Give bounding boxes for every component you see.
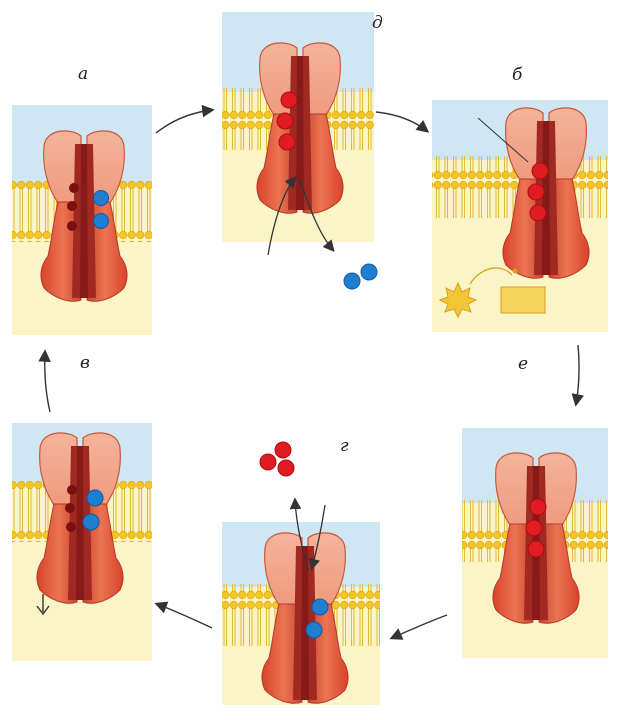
- released-red-ion: [275, 442, 291, 458]
- red-ion: [279, 134, 295, 150]
- label-g: г: [340, 438, 349, 455]
- red-ion: [532, 163, 548, 179]
- blue-ion: [94, 214, 109, 229]
- blue-ion: [83, 514, 99, 530]
- panel-v: [12, 423, 152, 661]
- blue-ion: [306, 622, 322, 638]
- binding-site: [67, 485, 77, 495]
- label-b: б: [512, 67, 522, 84]
- binding-site: [66, 522, 76, 532]
- red-ion: [526, 520, 542, 536]
- blue-ion: [94, 191, 109, 206]
- binding-site: [69, 183, 79, 193]
- red-ion: [528, 184, 544, 200]
- label-e: е: [518, 356, 528, 373]
- binding-site: [65, 503, 75, 513]
- binding-site: [67, 201, 77, 211]
- arrow-a-to-d: [156, 110, 212, 133]
- label-d: д: [372, 15, 383, 32]
- blue-ion: [87, 490, 103, 506]
- blue-ion: [312, 599, 328, 615]
- red-ion: [530, 499, 546, 515]
- red-ion: [528, 541, 544, 557]
- binding-site: [67, 221, 77, 231]
- panel-b: [432, 100, 608, 332]
- arrow-b-to-e: [576, 345, 579, 404]
- panel-e: [462, 428, 608, 658]
- red-ion: [530, 205, 546, 221]
- panel-a: [12, 105, 152, 335]
- red-ion: [277, 113, 293, 129]
- arrow-v-to-a: [45, 352, 50, 412]
- arrow-e-to-g: [392, 615, 447, 638]
- label-v: в: [80, 355, 90, 372]
- released-blue-ion: [361, 264, 377, 280]
- panel-g: [222, 442, 380, 705]
- arrow-g-to-v: [157, 604, 212, 628]
- label-a: а: [78, 66, 88, 83]
- arrow-d-to-b: [376, 112, 427, 131]
- released-red-ion: [260, 454, 276, 470]
- phosphate-box: [501, 287, 545, 313]
- released-blue-ion: [344, 273, 360, 289]
- panel-d: [222, 12, 377, 289]
- red-ion: [281, 92, 297, 108]
- released-red-ion: [278, 460, 294, 476]
